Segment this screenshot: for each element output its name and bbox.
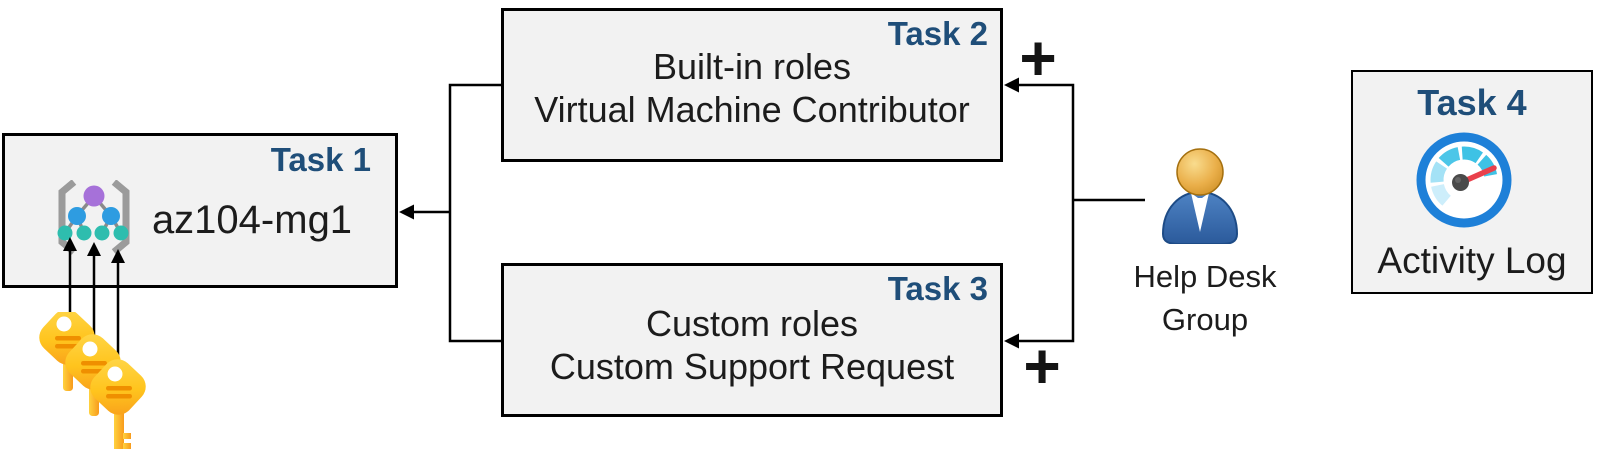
task3-line1: Custom roles [645,303,859,344]
task4-label: Task 4 [1417,82,1527,123]
activity-log-gauge-icon [1416,132,1512,228]
task1-box: Task 1 [2,133,398,288]
task2-line2: Virtual Machine Contributor [534,89,970,131]
task1-title: az104-mg1 [151,198,353,242]
plus-symbol-task3: + [1023,330,1061,402]
task1-label: Task 1 [270,141,371,178]
management-group-icon [57,180,130,255]
task2-line1: Built-in roles [652,46,852,87]
task3-box: Task 3 Custom roles Custom Support Reque… [501,263,1003,417]
task2-label: Task 2 [887,15,988,52]
helpdesk-label-line2: Group [1161,301,1249,337]
user-person-icon [1161,148,1239,244]
task3-label: Task 3 [887,270,988,307]
task3-text: Custom roles Custom Support Request [504,302,1000,388]
task4-caption: Activity Log [1377,240,1567,281]
plus-symbol-task2: + [1019,22,1057,94]
helpdesk-label-line1: Help Desk [1133,259,1277,294]
access-keys-icon [39,312,146,449]
task2-text: Built-in roles Virtual Machine Contribut… [504,45,1000,131]
task3-line2: Custom Support Request [549,346,955,388]
task2-box: Task 2 Built-in roles Virtual Machine Co… [501,8,1003,162]
helpdesk-group-label: Help Desk Group [1100,256,1310,342]
